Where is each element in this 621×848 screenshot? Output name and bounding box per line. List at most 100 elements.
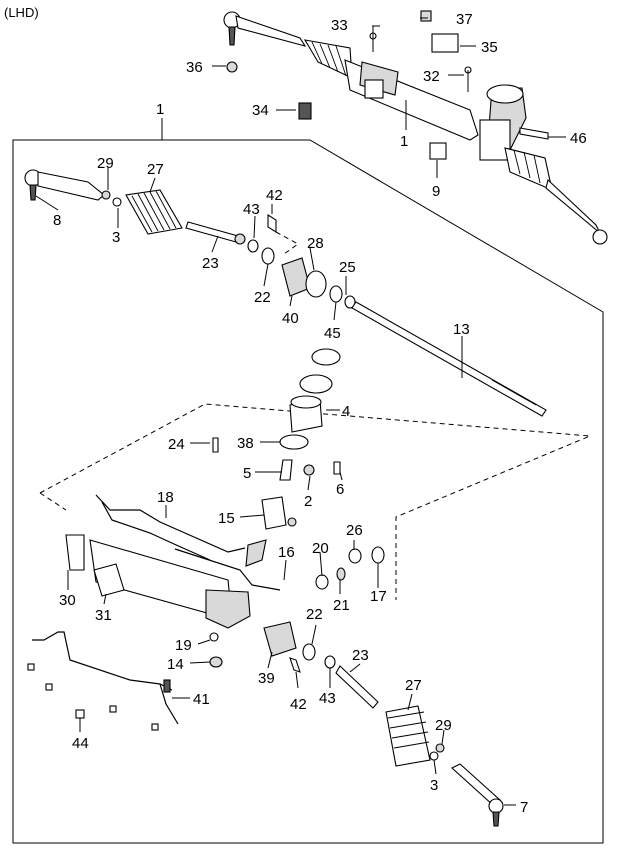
rack-bar-13 (351, 301, 547, 417)
valve-stack (212, 348, 341, 481)
callout-24: 24 (168, 436, 185, 453)
ring-38 (279, 434, 309, 450)
valve-housing-top (479, 119, 511, 161)
screw-19 (209, 632, 219, 642)
callout-27-lower: 27 (405, 677, 422, 694)
bushing-28 (305, 270, 327, 298)
callout-25: 25 (339, 259, 356, 276)
pin-5 (279, 459, 293, 481)
callout-22-lower: 22 (306, 606, 323, 623)
ball-stud-8 (29, 184, 37, 201)
outer-tie-rod-8 (37, 171, 105, 201)
ring-22-lower (302, 643, 316, 661)
callout-7: 7 (520, 799, 528, 816)
callout-3-lower: 3 (430, 777, 438, 794)
callout-35: 35 (481, 39, 498, 56)
connector-41 (163, 679, 171, 693)
clip-44c (109, 705, 117, 713)
callout-29-lower: 29 (435, 717, 452, 734)
callout-36: 36 (186, 59, 203, 76)
inner-tie-rod-23-upper (185, 221, 239, 243)
callout-43-upper: 43 (243, 201, 260, 218)
tie-rod-end-top-right (592, 229, 608, 245)
callout-15: 15 (218, 510, 235, 527)
callout-46: 46 (570, 130, 587, 147)
callout-21: 21 (333, 597, 350, 614)
callout-9: 9 (432, 183, 440, 200)
label-9 (429, 142, 447, 160)
callout-42-lower: 42 (290, 696, 307, 713)
callout-17: 17 (370, 588, 387, 605)
callout-8: 8 (53, 212, 61, 229)
cap-20 (315, 574, 329, 590)
bracket-39 (263, 621, 297, 657)
nut-29-lower (435, 743, 445, 753)
bracket-30 (65, 534, 85, 571)
callout-4: 4 (342, 403, 350, 420)
callout-6: 6 (336, 481, 344, 498)
leader-lines (35, 17, 566, 806)
pipe-16 (174, 548, 281, 591)
pinion-housing (205, 589, 251, 629)
ring-25 (344, 295, 356, 309)
bushing-31 (93, 563, 125, 597)
clip-46 (519, 127, 549, 140)
complete-gear-assembly (223, 10, 608, 245)
ring-22-upper (261, 247, 275, 265)
seal-upper (311, 348, 341, 366)
snap-ring-17 (371, 546, 385, 564)
washer-43-lower (324, 655, 336, 669)
nut-3-upper (112, 197, 122, 207)
clip-44a (27, 663, 35, 671)
callout-38: 38 (237, 435, 254, 452)
callout-labels: 1 1 2 3 3 4 5 6 7 8 9 13 14 15 16 17 18 … (53, 11, 587, 816)
ball-stud-top-left (228, 26, 236, 46)
callout-28: 28 (307, 235, 324, 252)
callout-2: 2 (304, 493, 312, 510)
frame-dash-left (39, 492, 67, 511)
label-34 (298, 102, 312, 120)
harness-41 (32, 631, 173, 691)
bolt-42-upper (267, 214, 277, 233)
callout-22-upper: 22 (254, 289, 271, 306)
bolt-42-lower (289, 657, 301, 673)
callout-44: 44 (72, 735, 89, 752)
callout-23-upper: 23 (202, 255, 219, 272)
nut-3-lower (429, 751, 439, 761)
nut-36 (226, 61, 238, 73)
inner-tie-rod-23-lower (335, 665, 379, 709)
callout-41: 41 (193, 691, 210, 708)
outer-tie-rod-end-7 (488, 798, 504, 814)
callout-43-lower: 43 (319, 690, 336, 707)
ball-joint-23-upper (234, 233, 246, 245)
callout-31: 31 (95, 607, 112, 624)
ring-26 (348, 548, 362, 564)
callout-30: 30 (59, 592, 76, 609)
harness-41-branch (159, 683, 179, 725)
callout-39: 39 (258, 670, 275, 687)
nut-21 (336, 567, 346, 581)
bolt-24 (212, 437, 219, 453)
tie-rod-top-left (235, 15, 307, 47)
callout-42-upper: 42 (266, 187, 283, 204)
callout-40: 40 (282, 310, 299, 327)
cap-14 (209, 656, 223, 668)
callout-20: 20 (312, 540, 329, 557)
callout-27-upper: 27 (147, 161, 164, 178)
corner-label: (LHD) (4, 5, 39, 20)
callout-14: 14 (167, 656, 184, 673)
callout-19: 19 (175, 637, 192, 654)
callout-45: 45 (324, 325, 341, 342)
callout-23-lower: 23 (352, 647, 369, 664)
callout-34: 34 (252, 102, 269, 119)
callout-3-upper: 3 (112, 229, 120, 246)
main-assembly-frame (12, 139, 604, 844)
nut-2 (303, 464, 315, 476)
valve-subassembly-frame (39, 403, 591, 600)
callout-13: 13 (453, 321, 470, 338)
nut-29-upper (101, 190, 111, 200)
callout-26: 26 (346, 522, 363, 539)
clip-44b (45, 683, 53, 691)
callout-37: 37 (456, 11, 473, 28)
